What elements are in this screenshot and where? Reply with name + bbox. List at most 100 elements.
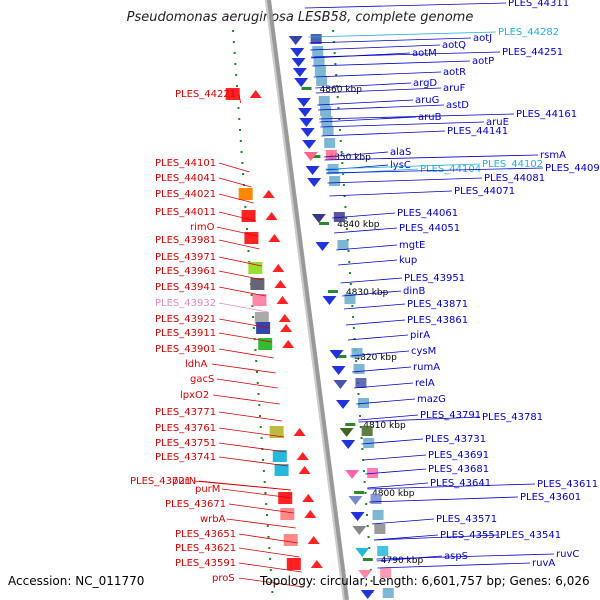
gene-label-right: PLES_44051: [399, 223, 460, 234]
track-dot-left: [252, 327, 255, 329]
gene-arrow-right: [348, 496, 363, 505]
leader-line-left: [216, 226, 258, 237]
track-dot-right: [352, 327, 355, 329]
kbp-tick: [301, 87, 312, 90]
gene-label-right: PLES_43641: [430, 478, 491, 489]
leader-line-right: [319, 113, 515, 120]
leader-line-right: [310, 44, 441, 51]
gene-arrow-right: [291, 58, 306, 67]
kbp-mark: 4830 kbp: [346, 288, 389, 298]
gene-arrow-right: [360, 590, 375, 599]
gene-label-right: relA: [415, 378, 435, 389]
leader-line-right: [308, 31, 497, 38]
gene-arrow-right: [352, 526, 367, 535]
gene-arrow-left: [276, 296, 289, 304]
gene-label-right: PLES_43541: [500, 530, 561, 541]
gene-arrow-right: [341, 440, 356, 449]
track-dot-left: [234, 63, 237, 65]
gene-box-left: [286, 558, 301, 570]
genome-backbone: [265, 0, 349, 600]
gene-label-right: PLES_44071: [454, 186, 515, 197]
track-dot-right: [355, 360, 358, 362]
leader-line-left: [238, 577, 304, 588]
gene-box-right: [314, 66, 326, 76]
leader-line-right: [373, 534, 439, 541]
leader-line-right: [332, 212, 396, 219]
gene-label-right: argD: [413, 78, 437, 89]
gene-box-right: [355, 378, 367, 388]
gene-label-right: kup: [399, 255, 417, 266]
gene-label-right: aotR: [443, 67, 466, 78]
kbp-mark: 4800 kbp: [372, 489, 415, 499]
gene-arrow-right: [358, 570, 373, 579]
track-dot-right: [342, 173, 345, 175]
gene-label-left: PLES_43961: [155, 266, 216, 277]
gene-label-right: PLES_44311: [508, 0, 569, 9]
track-dot-right: [338, 118, 341, 120]
gene-label-right: PLES_43681: [428, 464, 489, 475]
track-dot-left: [252, 316, 255, 318]
track-dot-right: [339, 140, 342, 142]
gene-label-right: ruvC: [556, 549, 579, 560]
track-dot-left: [269, 558, 272, 560]
leader-line-right: [333, 227, 398, 234]
gene-label-right: aotP: [472, 56, 494, 67]
gene-label-left: PLES_43771: [155, 407, 216, 418]
track-dot-left: [260, 437, 263, 439]
gene-label-right: PLES_44161: [516, 109, 577, 120]
gene-arrow-right: [296, 98, 311, 107]
track-dot-left: [247, 250, 250, 252]
gene-box-right: [372, 510, 384, 520]
gene-label-left: PLES_43621: [175, 543, 236, 554]
leader-line-right: [324, 154, 539, 161]
track-dot-left: [239, 140, 242, 142]
leader-line-right: [363, 454, 427, 461]
gene-arrow-left: [280, 324, 293, 332]
gene-label-left: purN: [172, 476, 196, 487]
leader-line-left: [218, 427, 285, 438]
leader-line-left: [212, 394, 280, 405]
leader-line-right: [367, 482, 429, 489]
leader-line-right: [352, 366, 412, 373]
gene-box-left: [274, 464, 289, 476]
track-dot-left: [255, 360, 258, 362]
track-dot-right: [343, 195, 346, 197]
gene-arrow-right: [329, 350, 344, 359]
kbp-tick: [310, 155, 321, 158]
kbp-mark: 4840 kbp: [337, 220, 380, 230]
gene-label-left: PLES_43761: [155, 423, 216, 434]
gene-arrow-left: [265, 212, 278, 220]
gene-label-left: PLES_43651: [175, 529, 236, 540]
leader-line-right: [309, 37, 472, 44]
gene-box-right: [313, 56, 325, 66]
gene-label-right: aruG: [415, 95, 439, 106]
track-dot-right: [336, 96, 339, 98]
gene-box-left: [250, 278, 265, 290]
kbp-tick: [327, 290, 338, 293]
gene-arrow-left: [262, 190, 275, 198]
track-dot-right: [347, 250, 350, 252]
gene-arrow-right: [305, 166, 320, 175]
gene-label-right: PLES_43551: [440, 530, 501, 541]
leader-line-left: [238, 93, 242, 104]
gene-arrow-left: [268, 234, 281, 242]
leader-line-right: [315, 82, 412, 89]
gene-arrow-right: [290, 48, 305, 57]
gene-arrow-right: [303, 152, 318, 161]
gene-box-right: [310, 34, 322, 44]
track-dot-right: [370, 580, 373, 582]
leader-line-left: [218, 270, 264, 281]
track-dot-left: [239, 129, 242, 131]
track-dot-right: [340, 151, 343, 153]
gene-label-left: ldhA: [185, 359, 207, 370]
track-dot-left: [267, 536, 270, 538]
gene-label-right: PLES_43781: [482, 412, 543, 423]
kbp-tick: [336, 355, 347, 358]
gene-arrow-right: [298, 108, 313, 117]
kbp-mark: 4850 kbp: [328, 153, 371, 163]
gene-label-right: PLES_44081: [484, 173, 545, 184]
track-dot-left: [232, 30, 235, 32]
track-dot-left: [265, 503, 268, 505]
gene-arrow-right: [302, 140, 317, 149]
gene-box-right: [344, 294, 356, 304]
